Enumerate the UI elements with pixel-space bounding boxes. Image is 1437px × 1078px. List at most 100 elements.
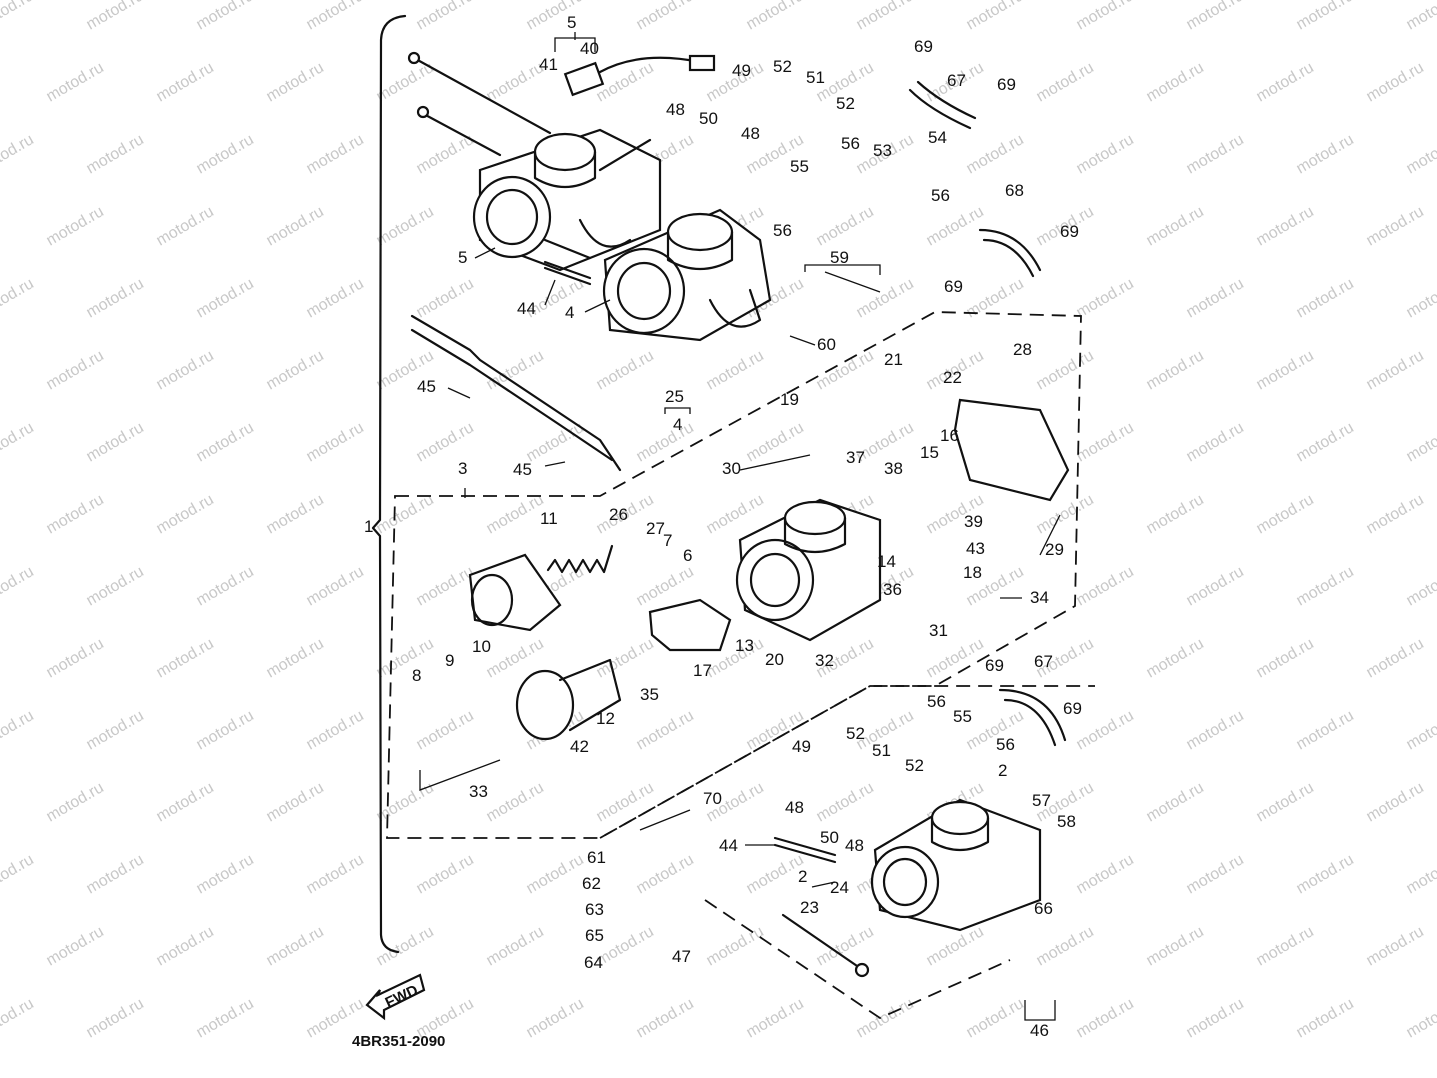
callout-22: 22	[943, 368, 962, 387]
watermark-text: motod.ru	[1254, 59, 1317, 105]
callout-66: 66	[1034, 899, 1053, 918]
watermark-text: motod.ru	[264, 491, 327, 537]
watermark-text: motod.ru	[194, 707, 257, 753]
watermark-text: motod.ru	[1144, 59, 1207, 105]
callout-48: 48	[666, 100, 685, 119]
callout-56: 56	[931, 186, 950, 205]
watermark-text: motod.ru	[194, 851, 257, 897]
watermark-text: motod.ru	[964, 131, 1027, 177]
watermark-text: motod.ru	[1144, 491, 1207, 537]
watermark-text: motod.ru	[484, 779, 547, 825]
watermark-text: motod.ru	[304, 275, 367, 321]
watermark-text: motod.ru	[1364, 923, 1427, 969]
throttle-shaft-rods	[407, 51, 870, 978]
watermark-text: motod.ru	[924, 923, 987, 969]
callout-56: 56	[841, 134, 860, 153]
watermark-text: motod.ru	[1364, 203, 1427, 249]
watermark-text: motod.ru	[264, 59, 327, 105]
watermark-text: motod.ru	[194, 419, 257, 465]
watermark-text: motod.ru	[194, 275, 257, 321]
callout-50: 50	[820, 828, 839, 847]
watermark-text: motod.ru	[154, 59, 217, 105]
callout-21: 21	[884, 350, 903, 369]
watermark-text: motod.ru	[1404, 995, 1437, 1041]
watermark-text: motod.ru	[304, 563, 367, 609]
callout-57: 57	[1032, 791, 1051, 810]
watermark-text: motod.ru	[84, 995, 147, 1041]
callout-56: 56	[996, 735, 1015, 754]
callout-53: 53	[873, 141, 892, 160]
watermark-text: motod.ru	[1074, 131, 1137, 177]
watermark-text: motod.ru	[744, 0, 807, 33]
watermark-text: motod.ru	[84, 563, 147, 609]
watermark-text: motod.ru	[964, 995, 1027, 1041]
watermark-text: motod.ru	[84, 131, 147, 177]
watermark-text: motod.ru	[1294, 0, 1357, 33]
callout-68: 68	[1005, 181, 1024, 200]
watermark-text: motod.ru	[264, 923, 327, 969]
callout-8: 8	[412, 666, 421, 685]
watermark-text: motod.ru	[1144, 923, 1207, 969]
watermark-text: motod.ru	[814, 347, 877, 393]
watermark-text: motod.ru	[0, 995, 37, 1041]
callout-41: 41	[539, 55, 558, 74]
watermark-text: motod.ru	[194, 563, 257, 609]
diagram-code: 4BR351-2090	[352, 1033, 445, 1050]
watermark-text: motod.ru	[924, 635, 987, 681]
callout-58: 58	[1057, 812, 1076, 831]
callout-6: 6	[683, 546, 692, 565]
watermark-text: motod.ru	[524, 995, 587, 1041]
watermark-text: motod.ru	[1404, 275, 1437, 321]
callout-16: 16	[940, 426, 959, 445]
watermark-text: motod.ru	[1364, 347, 1427, 393]
watermark-text: motod.ru	[304, 0, 367, 33]
callout-30: 30	[722, 459, 741, 478]
callout-69: 69	[944, 277, 963, 296]
callout-24: 24	[830, 878, 849, 897]
callout-47: 47	[672, 947, 691, 966]
watermark-text: motod.ru	[1184, 131, 1247, 177]
callout-2: 2	[798, 867, 807, 886]
callout-13: 13	[735, 636, 754, 655]
carburetor-5	[472, 128, 662, 272]
watermark-text: motod.ru	[854, 275, 917, 321]
watermark-text: motod.ru	[84, 707, 147, 753]
watermark-text: motod.ru	[1294, 131, 1357, 177]
watermark-text: motod.ru	[0, 707, 37, 753]
callout-35: 35	[640, 685, 659, 704]
callout-29: 29	[1045, 540, 1064, 559]
callout-5: 5	[458, 248, 467, 267]
callout-labels: 1223445567891011121314151617181920212223…	[364, 13, 1082, 1040]
watermark-text: motod.ru	[154, 347, 217, 393]
watermark-text: motod.ru	[1184, 851, 1247, 897]
callout-43: 43	[966, 539, 985, 558]
callout-51: 51	[872, 741, 891, 760]
callout-63: 63	[585, 900, 604, 919]
watermark-text: motod.ru	[594, 635, 657, 681]
watermark-text: motod.ru	[594, 347, 657, 393]
callout-44: 44	[517, 299, 536, 318]
carburetor-4	[602, 208, 772, 342]
watermark-text: motod.ru	[1074, 275, 1137, 321]
watermark-text: motod.ru	[0, 131, 37, 177]
watermark-text: motod.ru	[1364, 779, 1427, 825]
watermark-text: motod.ru	[374, 779, 437, 825]
watermark-text: motod.ru	[1294, 995, 1357, 1041]
watermark-text: motod.ru	[44, 203, 107, 249]
watermark-text: motod.ru	[0, 0, 37, 33]
watermark-text: motod.ru	[1184, 419, 1247, 465]
watermark-text: motod.ru	[744, 995, 807, 1041]
watermark-text: motod.ru	[1184, 0, 1247, 33]
watermark-text: motod.ru	[194, 131, 257, 177]
callout-28: 28	[1013, 340, 1032, 359]
callout-18: 18	[963, 563, 982, 582]
watermark-text: motod.ru	[1294, 275, 1357, 321]
callout-62: 62	[582, 874, 601, 893]
watermark-text: motod.ru	[1404, 419, 1437, 465]
callout-37: 37	[846, 448, 865, 467]
watermark-text: motod.ru	[414, 851, 477, 897]
watermark-text: motod.ru	[1294, 563, 1357, 609]
watermark-text: motod.ru	[594, 779, 657, 825]
callout-10: 10	[472, 637, 491, 656]
